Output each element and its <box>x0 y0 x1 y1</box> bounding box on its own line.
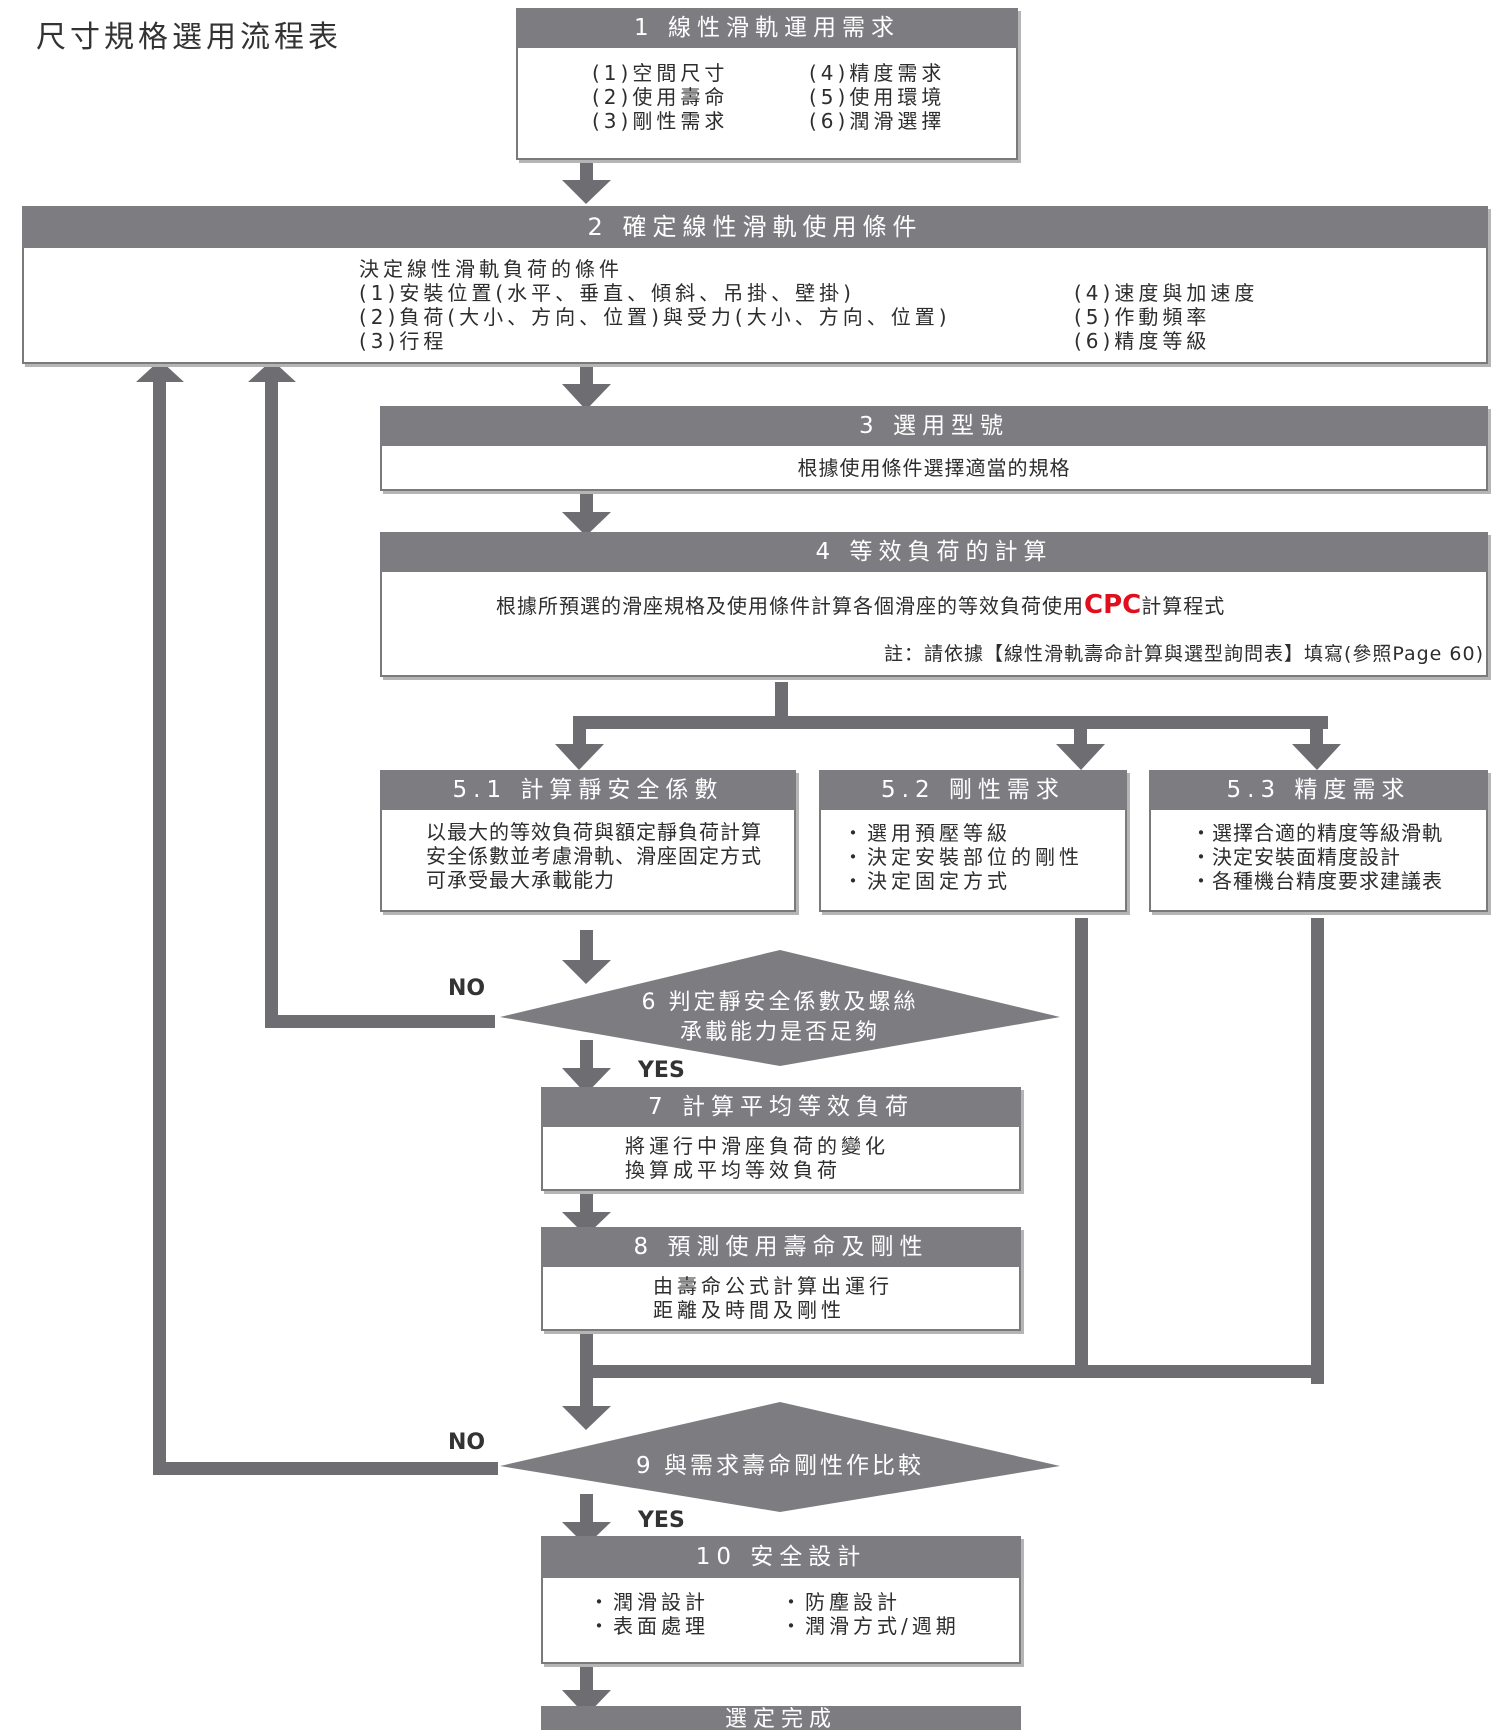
decision9-yes-label: YES <box>638 1508 685 1533</box>
step7-header: 7 計算平均等效負荷 <box>541 1087 1021 1127</box>
decision6-line1: 6 判定靜安全係數及螺絲 <box>641 990 919 1015</box>
step2-header: 2 確定線性滑軌使用條件 <box>22 206 1488 248</box>
step2-right-3: (6)精度等級 <box>1074 329 1211 353</box>
step10-right-1: ・防塵設計 <box>781 1590 901 1614</box>
step8-line-2: 距離及時間及剛性 <box>653 1298 845 1322</box>
step5-1-box: 5.1 計算靜安全係數 以最大的等效負荷與額定靜負荷計算 安全係數並考慮滑軌、滑… <box>380 770 796 912</box>
step1-right-1: (4)精度需求 <box>809 61 946 85</box>
step1-box: 1 線性滑軌運用需求 (1)空間尺寸 (2)使用壽命 (3)剛性需求 (4)精度… <box>516 8 1018 160</box>
step1-left-2: (2)使用壽命 <box>592 85 729 109</box>
step5-1-line-2: 安全係數並考慮滑軌、滑座固定方式 <box>426 844 762 868</box>
step8-header: 8 預測使用壽命及剛性 <box>541 1227 1021 1267</box>
step5-3-line-3: ・各種機台精度要求建議表 <box>1191 869 1443 893</box>
decision9-no-label: NO <box>448 1430 486 1455</box>
decision6-diamond <box>500 950 1060 1066</box>
decision9-diamond <box>500 1402 1060 1512</box>
step5-2-line-2: ・決定安裝部位的剛性 <box>843 845 1083 869</box>
step10-box: 10 安全設計 ・潤滑設計 ・表面處理 ・防塵設計 ・潤滑方式/週期 <box>541 1536 1021 1664</box>
step2-left-2: (2)負荷(大小、方向、位置)與受力(大小、方向、位置) <box>359 305 951 329</box>
step5-2-line-3: ・決定固定方式 <box>843 869 1011 893</box>
step3-box: 3 選用型號 根據使用條件選擇適當的規格 <box>380 406 1488 491</box>
step7-box: 7 計算平均等效負荷 將運行中滑座負荷的變化 換算成平均等效負荷 <box>541 1087 1021 1191</box>
step1-right-2: (5)使用環境 <box>809 85 946 109</box>
step3-body: 根據使用條件選擇適當的規格 <box>797 456 1071 480</box>
cpc-brand-logo: CPC <box>1084 590 1142 620</box>
decision6-line2: 承載能力是否足夠 <box>679 1020 880 1045</box>
page-title: 尺寸規格選用流程表 <box>36 20 342 55</box>
step3-header: 3 選用型號 <box>380 406 1488 446</box>
step5-2-line-1: ・選用預壓等級 <box>843 821 1011 845</box>
step4-note: 註：請依據【線性滑軌壽命計算與選型詢問表】填寫(參照Page 60) <box>883 643 1484 665</box>
step1-right-3: (6)潤滑選擇 <box>809 109 946 133</box>
step2-box: 2 確定線性滑軌使用條件 決定線性滑軌負荷的條件 (1)安裝位置(水平、垂直、傾… <box>22 206 1488 364</box>
step5-3-line-1: ・選擇合適的精度等級滑軌 <box>1191 821 1443 845</box>
step5-1-line-3: 可承受最大承載能力 <box>426 868 615 892</box>
step4-body-before: 根據所預選的滑座規格及使用條件計算各個滑座的等效負荷使用 <box>496 594 1084 618</box>
step4-header: 4 等效負荷的計算 <box>380 532 1488 572</box>
decision9-text: 9 與需求壽命剛性作比較 <box>636 1453 924 1479</box>
decision6-text: 6 判定靜安全係數及螺絲 承載能力是否足夠 <box>560 988 1000 1048</box>
final-header: 選定完成 <box>541 1706 1021 1732</box>
step10-right-2: ・潤滑方式/週期 <box>781 1614 960 1638</box>
step4-box: 4 等效負荷的計算 根據所預選的滑座規格及使用條件計算各個滑座的等效負荷使用CP… <box>380 532 1488 677</box>
decision6-no-label: NO <box>448 976 486 1001</box>
step10-left-2: ・表面處理 <box>589 1614 709 1638</box>
step1-left-1: (1)空間尺寸 <box>592 61 729 85</box>
step7-line-1: 將運行中滑座負荷的變化 <box>625 1134 889 1158</box>
step10-header: 10 安全設計 <box>541 1536 1021 1578</box>
step2-right-2: (5)作動頻率 <box>1074 305 1211 329</box>
step5-3-line-2: ・決定安裝面精度設計 <box>1191 845 1401 869</box>
step5-2-header: 5.2 剛性需求 <box>819 770 1127 810</box>
step2-intro: 決定線性滑軌負荷的條件 <box>359 257 623 281</box>
step1-header: 1 線性滑軌運用需求 <box>516 8 1018 48</box>
step8-line-1: 由壽命公式計算出運行 <box>653 1274 893 1298</box>
step7-line-2: 換算成平均等效負荷 <box>625 1158 841 1182</box>
step5-1-line-1: 以最大的等效負荷與額定靜負荷計算 <box>426 820 762 844</box>
step10-left-1: ・潤滑設計 <box>589 1590 709 1614</box>
step5-1-header: 5.1 計算靜安全係數 <box>380 770 796 810</box>
step2-left-1: (1)安裝位置(水平、垂直、傾斜、吊掛、壁掛) <box>359 281 855 305</box>
step5-2-box: 5.2 剛性需求 ・選用預壓等級 ・決定安裝部位的剛性 ・決定固定方式 <box>819 770 1127 912</box>
step1-left-3: (3)剛性需求 <box>592 109 729 133</box>
step4-body-after: 計算程式 <box>1141 594 1226 618</box>
step5-3-box: 5.3 精度需求 ・選擇合適的精度等級滑軌 ・決定安裝面精度設計 ・各種機台精度… <box>1149 770 1488 912</box>
step8-box: 8 預測使用壽命及剛性 由壽命公式計算出運行 距離及時間及剛性 <box>541 1227 1021 1331</box>
step2-left-3: (3)行程 <box>359 329 448 353</box>
decision6-yes-label: YES <box>638 1058 685 1083</box>
step4-body: 根據所預選的滑座規格及使用條件計算各個滑座的等效負荷使用CPC計算程式 <box>496 590 1225 621</box>
step5-3-header: 5.3 精度需求 <box>1149 770 1488 810</box>
step2-right-1: (4)速度與加速度 <box>1074 281 1259 305</box>
